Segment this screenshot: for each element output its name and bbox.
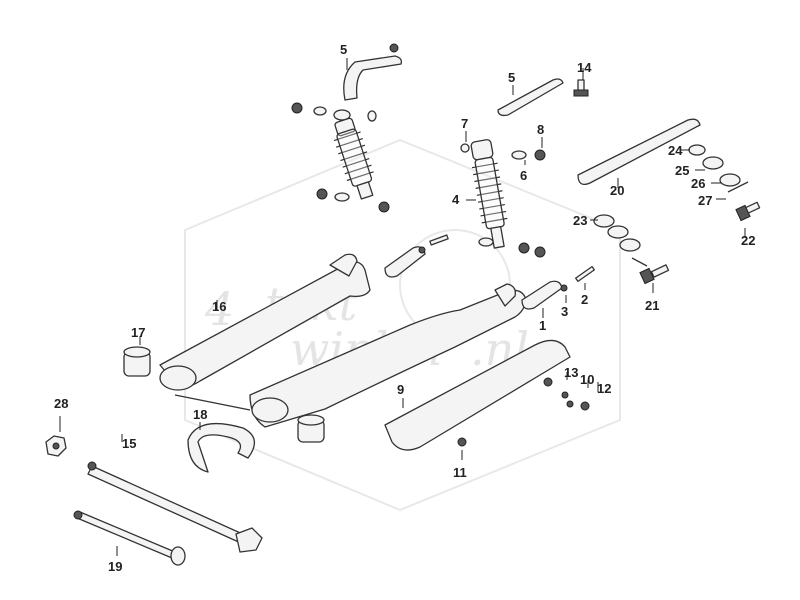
callout-7: 7 xyxy=(461,116,468,131)
leader-lines xyxy=(59,58,746,556)
link-plates xyxy=(384,234,595,310)
callout-4: 4 xyxy=(452,192,460,207)
callout-24: 24 xyxy=(668,143,683,158)
nut-28 xyxy=(45,435,67,457)
callout-10: 10 xyxy=(580,372,594,387)
callout-21: 21 xyxy=(645,298,659,313)
bushings-23 xyxy=(593,214,648,267)
callout-20: 20 xyxy=(610,183,624,198)
callout-27: 27 xyxy=(698,193,712,208)
callout-9: 9 xyxy=(397,382,404,397)
callout-1: 1 xyxy=(539,318,546,333)
left-upper-bracket xyxy=(343,43,403,101)
bolt-21 xyxy=(639,264,670,285)
callout-14: 14 xyxy=(577,60,592,75)
swing-arm xyxy=(159,253,526,428)
callout-5-right: 5 xyxy=(508,70,515,85)
callout-12: 12 xyxy=(597,381,611,396)
callout-17: 17 xyxy=(131,325,145,340)
bolt-14 xyxy=(573,79,589,97)
callout-26: 26 xyxy=(691,176,705,191)
left-shock-absorber xyxy=(291,102,390,213)
bolt-22 xyxy=(735,201,761,222)
callout-28: 28 xyxy=(54,396,68,411)
bolt-19 xyxy=(73,510,186,566)
callout-2: 2 xyxy=(581,292,588,307)
callout-3: 3 xyxy=(561,304,568,319)
bushing-right xyxy=(297,414,325,443)
callout-6: 6 xyxy=(520,168,527,183)
callouts: 1 2 3 4 5 5 6 7 8 9 10 11 12 13 14 15 16… xyxy=(54,42,755,574)
callout-19: 19 xyxy=(108,559,122,574)
washers-24-26 xyxy=(688,144,749,193)
right-upper-strap xyxy=(497,78,564,117)
rubber-pad-18 xyxy=(187,422,255,473)
bushing-17 xyxy=(123,346,151,377)
torque-rod xyxy=(577,118,701,186)
callout-15: 15 xyxy=(122,436,136,451)
callout-11: 11 xyxy=(453,465,467,480)
callout-23: 23 xyxy=(573,213,587,228)
callout-13: 13 xyxy=(564,365,578,380)
callout-8: 8 xyxy=(537,122,544,137)
callout-16: 16 xyxy=(212,299,226,314)
callout-25: 25 xyxy=(675,163,689,178)
right-shock-absorber xyxy=(460,139,546,258)
chain-guard xyxy=(384,339,590,451)
callout-18: 18 xyxy=(193,407,207,422)
callout-22: 22 xyxy=(741,233,755,248)
axle-15 xyxy=(87,461,263,553)
callout-5-left: 5 xyxy=(340,42,347,57)
